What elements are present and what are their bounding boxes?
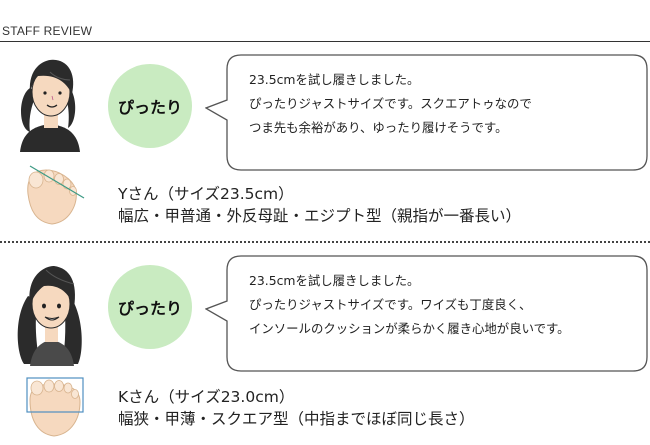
comment-line: つま先も余裕があり、ゆったり履けそうです。 — [249, 120, 508, 135]
woman-bob-hair-icon — [20, 59, 80, 152]
speech-bubble-shape — [205, 255, 648, 372]
reviewer-info: Kさん（サイズ23.0cm） 幅狭・甲薄・スクエア型（中指までほぼ同じ長さ） — [118, 386, 475, 430]
comment-line: インソールのクッションが柔らかく履き心地が良いです。 — [249, 321, 570, 336]
section-header: STAFF REVIEW — [0, 22, 650, 42]
reviewer-name: Kさん（サイズ23.0cm） — [118, 388, 295, 406]
comment-line: ぴったりジャストサイズです。スクエアトゥなので — [249, 96, 532, 111]
reviewer-name: Yさん（サイズ23.5cm） — [118, 185, 294, 203]
comment-bubble: 23.5cmを試し履きしました。 ぴったりジャストサイズです。ワイズも丁度良く、… — [205, 255, 648, 375]
comment-bubble: 23.5cmを試し履きしました。 ぴったりジャストサイズです。スクエアトゥなので… — [205, 54, 648, 174]
avatar-y — [8, 48, 94, 152]
foot-square-icon — [24, 376, 88, 437]
speech-bubble-shape — [205, 54, 648, 171]
section-title: STAFF REVIEW — [2, 24, 93, 38]
woman-long-hair-icon — [17, 266, 82, 366]
reviewer-info: Yさん（サイズ23.5cm） 幅広・甲普通・外反母趾・エジプト型（親指が一番長い… — [118, 183, 521, 227]
foot-egyptian-icon — [22, 164, 86, 225]
comment-line: ぴったりジャストサイズです。ワイズも丁度良く、 — [249, 297, 532, 312]
comment-line: 23.5cmを試し履きしました。 — [249, 72, 420, 87]
fit-badge: ぴったり — [108, 64, 192, 148]
foot-type: 幅狭・甲薄・スクエア型（中指までほぼ同じ長さ） — [118, 410, 475, 428]
fit-badge: ぴったり — [108, 265, 192, 349]
comment-line: 23.5cmを試し履きしました。 — [249, 273, 420, 288]
foot-type: 幅広・甲普通・外反母趾・エジプト型（親指が一番長い） — [118, 207, 522, 225]
section-divider — [0, 241, 650, 243]
avatar-k — [8, 256, 94, 366]
